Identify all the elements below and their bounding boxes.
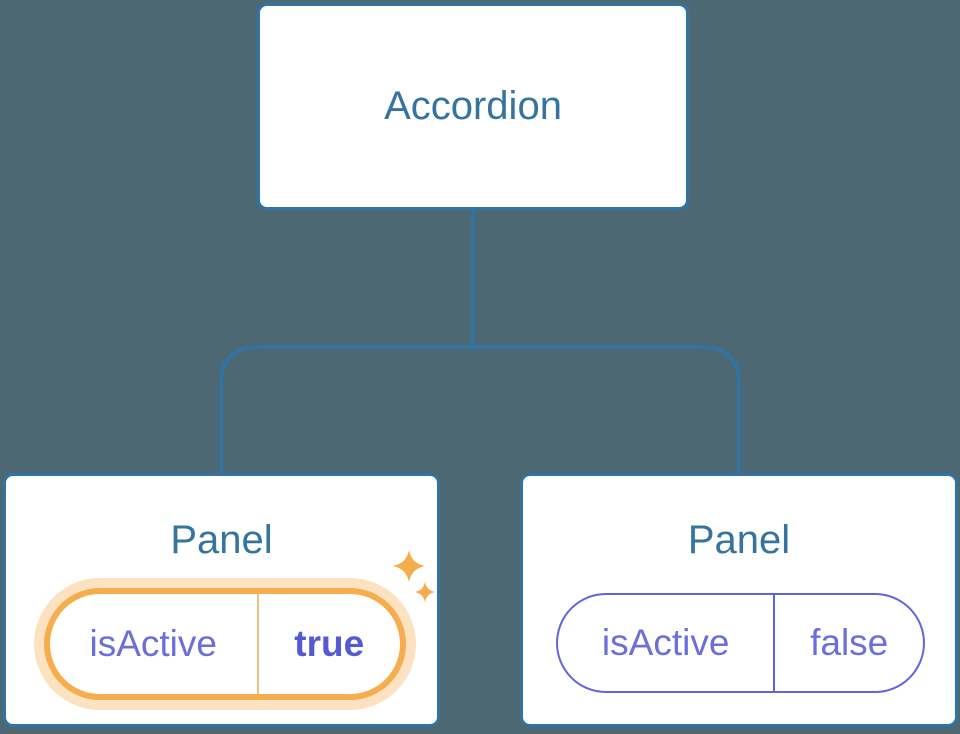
state-variable-value: true [294, 623, 365, 664]
panel-node-label: Panel [170, 518, 273, 562]
panel-component-node-active: Panel isActive true [3, 473, 440, 727]
state-variable-value: false [810, 622, 889, 663]
connector-branch-bracket [219, 345, 741, 473]
panel-component-node-inactive: Panel isActive false [520, 473, 958, 727]
state-variable-name: isActive [558, 595, 776, 691]
state-pill-active: isActive true [44, 588, 406, 700]
panel-node-label: Panel [687, 518, 791, 562]
state-variable-name: isActive [50, 594, 259, 694]
accordion-component-node: Accordion [257, 3, 689, 210]
sparkle-icon-small [415, 582, 435, 602]
accordion-node-label: Accordion [384, 84, 562, 128]
sparkle-icon-large [393, 550, 425, 582]
state-pill-inactive: isActive false [556, 593, 925, 693]
